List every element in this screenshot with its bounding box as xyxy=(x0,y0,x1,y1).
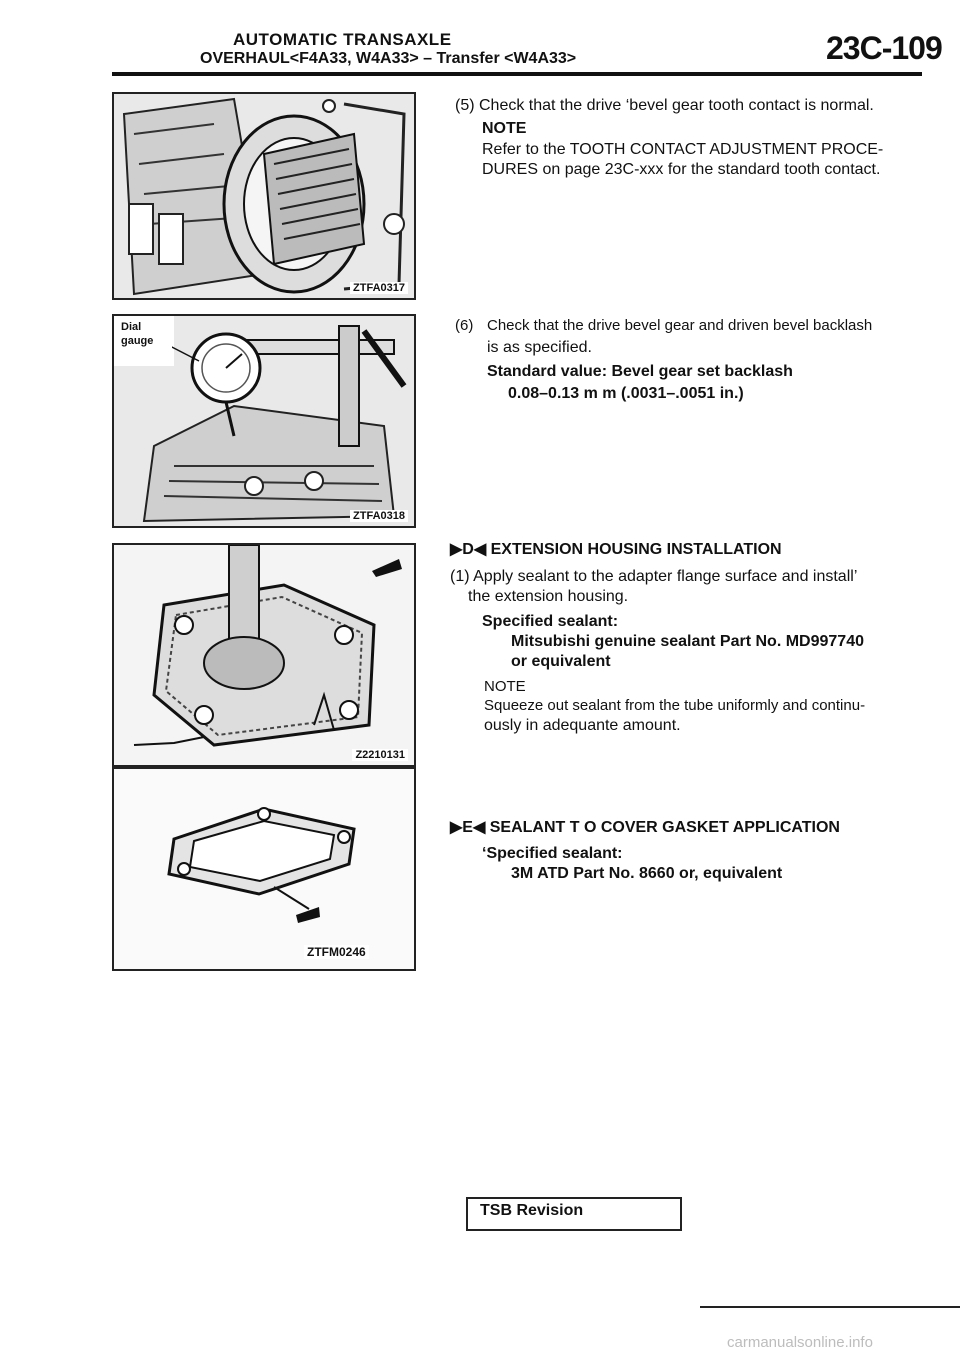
figure-cover-gasket-drawing xyxy=(114,769,414,969)
step5-text: (5) Check that the drive ‘bevel gear too… xyxy=(455,97,874,114)
header-title-line2: OVERHAUL<F4A33, W4A33> – Transfer <W4A33… xyxy=(200,50,577,67)
figure-extension-housing: Z2210131 xyxy=(112,543,416,767)
section-d-spec-line1: Mitsubishi genuine sealant Part No. MD99… xyxy=(511,633,864,650)
step6-number: (6) xyxy=(455,317,474,334)
step5-note-line1: Refer to the TOOTH CONTACT ADJUSTMENT PR… xyxy=(482,141,884,158)
footer-rule xyxy=(700,1306,960,1308)
figure-extension-housing-drawing xyxy=(114,545,414,765)
header-title-line1: AUTOMATIC TRANSAXLE xyxy=(233,30,452,49)
figure-callout-dial-gauge: Dial gauge xyxy=(118,320,172,348)
tsb-revision-box xyxy=(466,1197,682,1231)
section-d-spec-line2: or equivalent xyxy=(511,653,611,670)
section-e-spec-value: 3M ATD Part No. 8660 or, equivalent xyxy=(511,865,783,882)
section-e-heading: ▶E◀ SEALANT T O COVER GASKET APPLICATION xyxy=(450,819,840,836)
section-e-spec-label: ‘Specified sealant: xyxy=(482,845,623,862)
section-d-note-line2: ously in adequante amount. xyxy=(484,717,681,734)
section-d-step1-line2: the extension housing. xyxy=(468,588,629,605)
step6-standard-label: Standard value: Bevel gear set backlash xyxy=(487,363,793,380)
figure-code: ZTFA0318 xyxy=(350,510,408,522)
step6-line1: Check that the drive bevel gear and driv… xyxy=(487,317,873,334)
header-rule xyxy=(112,72,922,76)
section-d-spec-label: Specified sealant: xyxy=(482,613,619,630)
step5-note-heading: NOTE xyxy=(482,120,527,137)
figure-code: ZTFM0246 xyxy=(304,945,369,959)
figure-code: Z2210131 xyxy=(352,749,408,761)
figure-dial-gauge: Dial gauge ZTFA0318 xyxy=(112,314,416,528)
section-d-note-heading: NOTE xyxy=(484,678,526,695)
figure-bevel-gear: ZTFA0317 xyxy=(112,92,416,300)
section-d-step1-line1: (1) Apply sealant to the adapter flange … xyxy=(450,568,858,585)
page-number: 23C-109 xyxy=(826,30,943,66)
section-d-heading: ▶D◀ EXTENSION HOUSING INSTALLATION xyxy=(450,541,782,558)
site-watermark: carmanualsonline.info xyxy=(727,1334,873,1351)
figure-cover-gasket: ZTFM0246 xyxy=(112,767,416,971)
step5-note-line2: DURES on page 23C-xxx for the standard t… xyxy=(482,161,881,178)
figure-bevel-gear-drawing xyxy=(114,94,414,298)
section-d-note-line1: Squeeze out sealant from the tube unifor… xyxy=(484,697,866,714)
figure-code: ZTFA0317 xyxy=(350,282,408,294)
step6-line2: is as specified. xyxy=(487,339,592,356)
step6-standard-value: 0.08–0.13 m m (.0031–.0051 in.) xyxy=(508,385,744,402)
tsb-revision-label: TSB Revision xyxy=(480,1202,584,1219)
